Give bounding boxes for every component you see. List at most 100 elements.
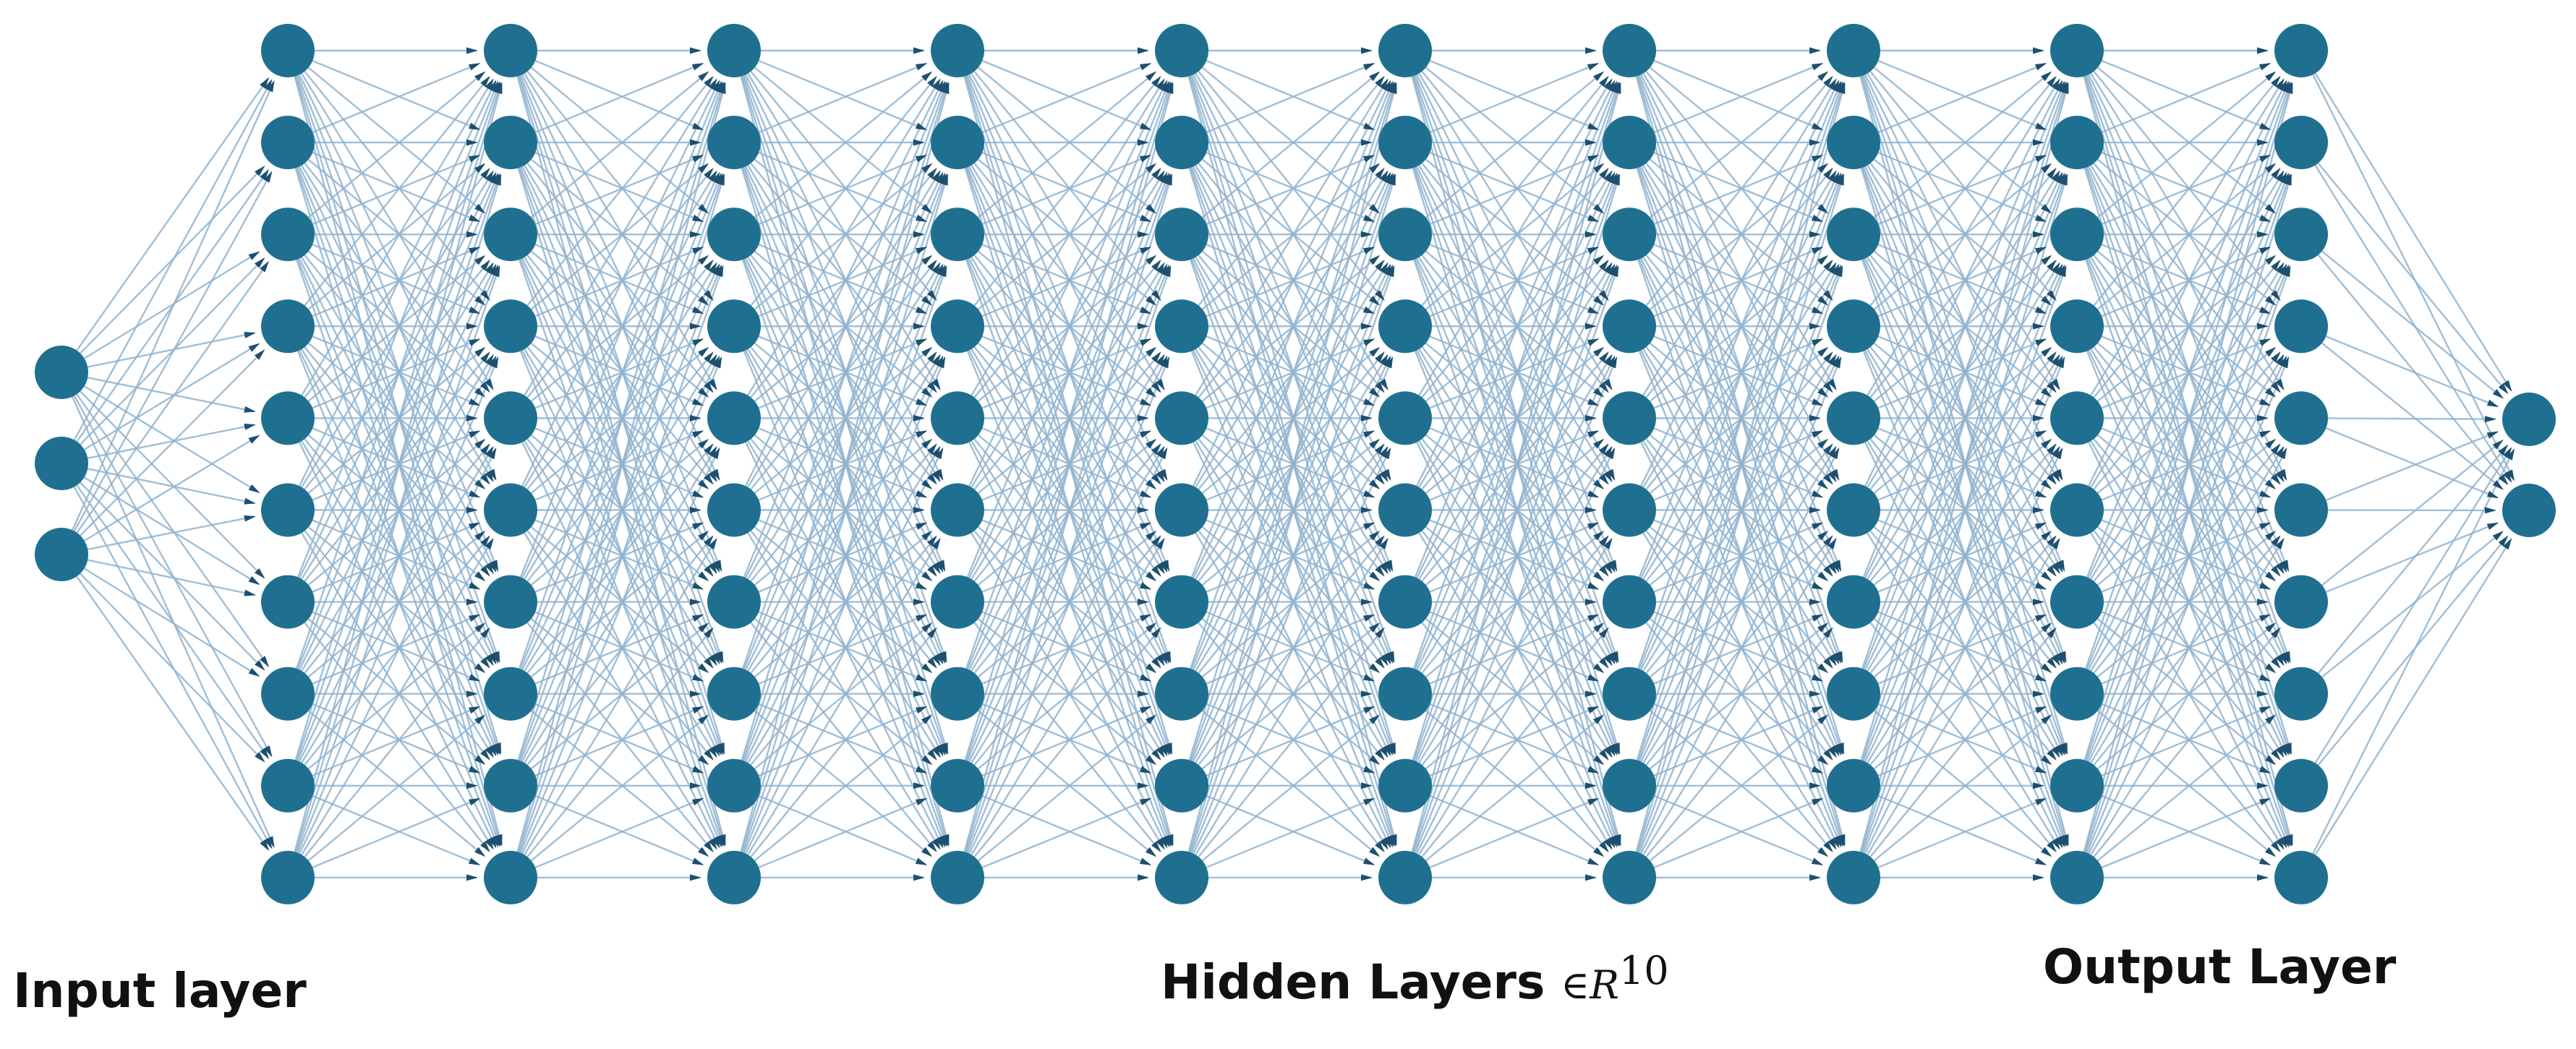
- arrowhead: [1592, 296, 1605, 306]
- arrowhead: [2034, 122, 2047, 130]
- hidden-neuron: [1827, 483, 1880, 537]
- arrowhead: [1138, 599, 1149, 606]
- arrowhead: [691, 122, 704, 130]
- arrowhead: [1375, 443, 1385, 455]
- hidden-neuron: [2274, 758, 2328, 813]
- arrowhead: [1145, 346, 1157, 357]
- arrowhead: [248, 434, 260, 444]
- arrowhead: [1587, 522, 1600, 530]
- arrowhead: [1587, 582, 1600, 590]
- hidden-neuron: [1378, 575, 1432, 629]
- arrowhead: [2257, 414, 2269, 421]
- connection-edge: [1414, 82, 1618, 578]
- arrowhead: [2275, 562, 2285, 575]
- arrowhead: [1138, 782, 1149, 789]
- connection-edge: [1861, 82, 2067, 669]
- arrowhead: [1817, 388, 1829, 398]
- arrowhead: [468, 857, 481, 865]
- arrowhead: [704, 168, 714, 179]
- arrowhead: [480, 382, 490, 393]
- arrowhead: [690, 231, 701, 238]
- real-space-symbol: R: [1590, 962, 1619, 1008]
- hidden-neuron: [261, 758, 315, 813]
- arrowhead: [474, 346, 486, 357]
- arrowhead: [2498, 383, 2509, 395]
- output-neuron: [2502, 484, 2556, 537]
- arrowhead: [913, 231, 925, 238]
- connection-edge: [973, 254, 1161, 484]
- connection-edge: [966, 357, 1170, 854]
- connection-edge: [2101, 154, 2270, 226]
- connection-edge: [1653, 62, 1822, 134]
- connection-edge: [76, 77, 269, 351]
- arrowhead: [2486, 522, 2499, 530]
- arrowhead: [921, 254, 933, 265]
- connection-edge: [312, 152, 480, 223]
- connection-edge: [297, 82, 499, 578]
- arrowhead: [2034, 582, 2047, 590]
- arrowhead: [1811, 338, 1824, 346]
- connection-edge: [1206, 335, 1374, 406]
- hidden-neuron: [1827, 116, 1880, 170]
- arrowhead: [2033, 782, 2044, 789]
- arrowhead: [485, 170, 494, 182]
- arrowhead: [2059, 265, 2067, 278]
- arrowhead: [1599, 75, 1609, 87]
- arrowhead: [1809, 874, 1821, 881]
- connection-edge: [2085, 266, 2291, 853]
- arrowhead: [2257, 874, 2269, 881]
- hidden-neuron: [707, 850, 761, 904]
- connection-edge: [1429, 338, 1598, 409]
- arrowhead: [698, 296, 709, 306]
- connection-edge: [295, 82, 500, 669]
- connection-edge: [1877, 430, 2046, 501]
- connection-edge: [1421, 622, 1609, 852]
- arrowhead: [698, 622, 709, 633]
- connection-edge: [2097, 714, 2276, 862]
- dimension-exponent: 10: [1618, 948, 1669, 993]
- connection-edge: [1867, 440, 2060, 758]
- connection-edge: [1864, 448, 2063, 855]
- arrowhead: [691, 63, 704, 71]
- connection-edge: [534, 430, 703, 501]
- arrowhead: [2271, 657, 2281, 669]
- arrowhead: [1362, 582, 1376, 590]
- connection-edge: [1414, 357, 1618, 854]
- connection-edge: [312, 335, 480, 406]
- connection-edge: [965, 266, 1172, 853]
- hidden-neuron: [2274, 850, 2328, 904]
- connection-edge: [1645, 76, 1833, 307]
- connection-edge: [80, 481, 265, 671]
- connection-edge: [312, 62, 480, 134]
- connection-edge: [2317, 254, 2509, 485]
- arrowhead: [1375, 627, 1385, 638]
- arrowhead: [1145, 438, 1157, 449]
- hidden-neuron: [1827, 575, 1880, 629]
- connection-edge: [2085, 82, 2291, 669]
- connection-edge: [1869, 622, 2057, 852]
- arrowhead: [474, 531, 486, 541]
- arrowhead: [2275, 445, 2285, 458]
- arrowhead: [2051, 78, 2060, 90]
- connection-edge: [1859, 83, 2069, 852]
- arrowhead: [1599, 351, 1609, 363]
- connection-edge: [2325, 427, 2498, 499]
- arrowhead: [1156, 838, 1165, 850]
- arrowhead: [266, 80, 275, 93]
- arrowhead: [1369, 388, 1381, 398]
- arrowhead: [2271, 351, 2281, 363]
- connection-edge: [304, 163, 490, 393]
- arrowhead: [2034, 155, 2047, 163]
- arrowhead: [708, 746, 717, 758]
- connection-edge: [83, 476, 260, 586]
- arrowhead: [1811, 306, 1824, 314]
- connection-edge: [1873, 531, 2052, 678]
- arrowhead: [931, 445, 941, 458]
- arrowhead: [2264, 714, 2277, 724]
- arrowhead: [468, 582, 481, 590]
- connection-edge: [516, 83, 726, 852]
- arrowhead: [1138, 414, 1149, 421]
- hidden-neuron: [261, 850, 315, 904]
- hidden-neuron: [707, 207, 761, 262]
- arrowhead: [2051, 354, 2060, 366]
